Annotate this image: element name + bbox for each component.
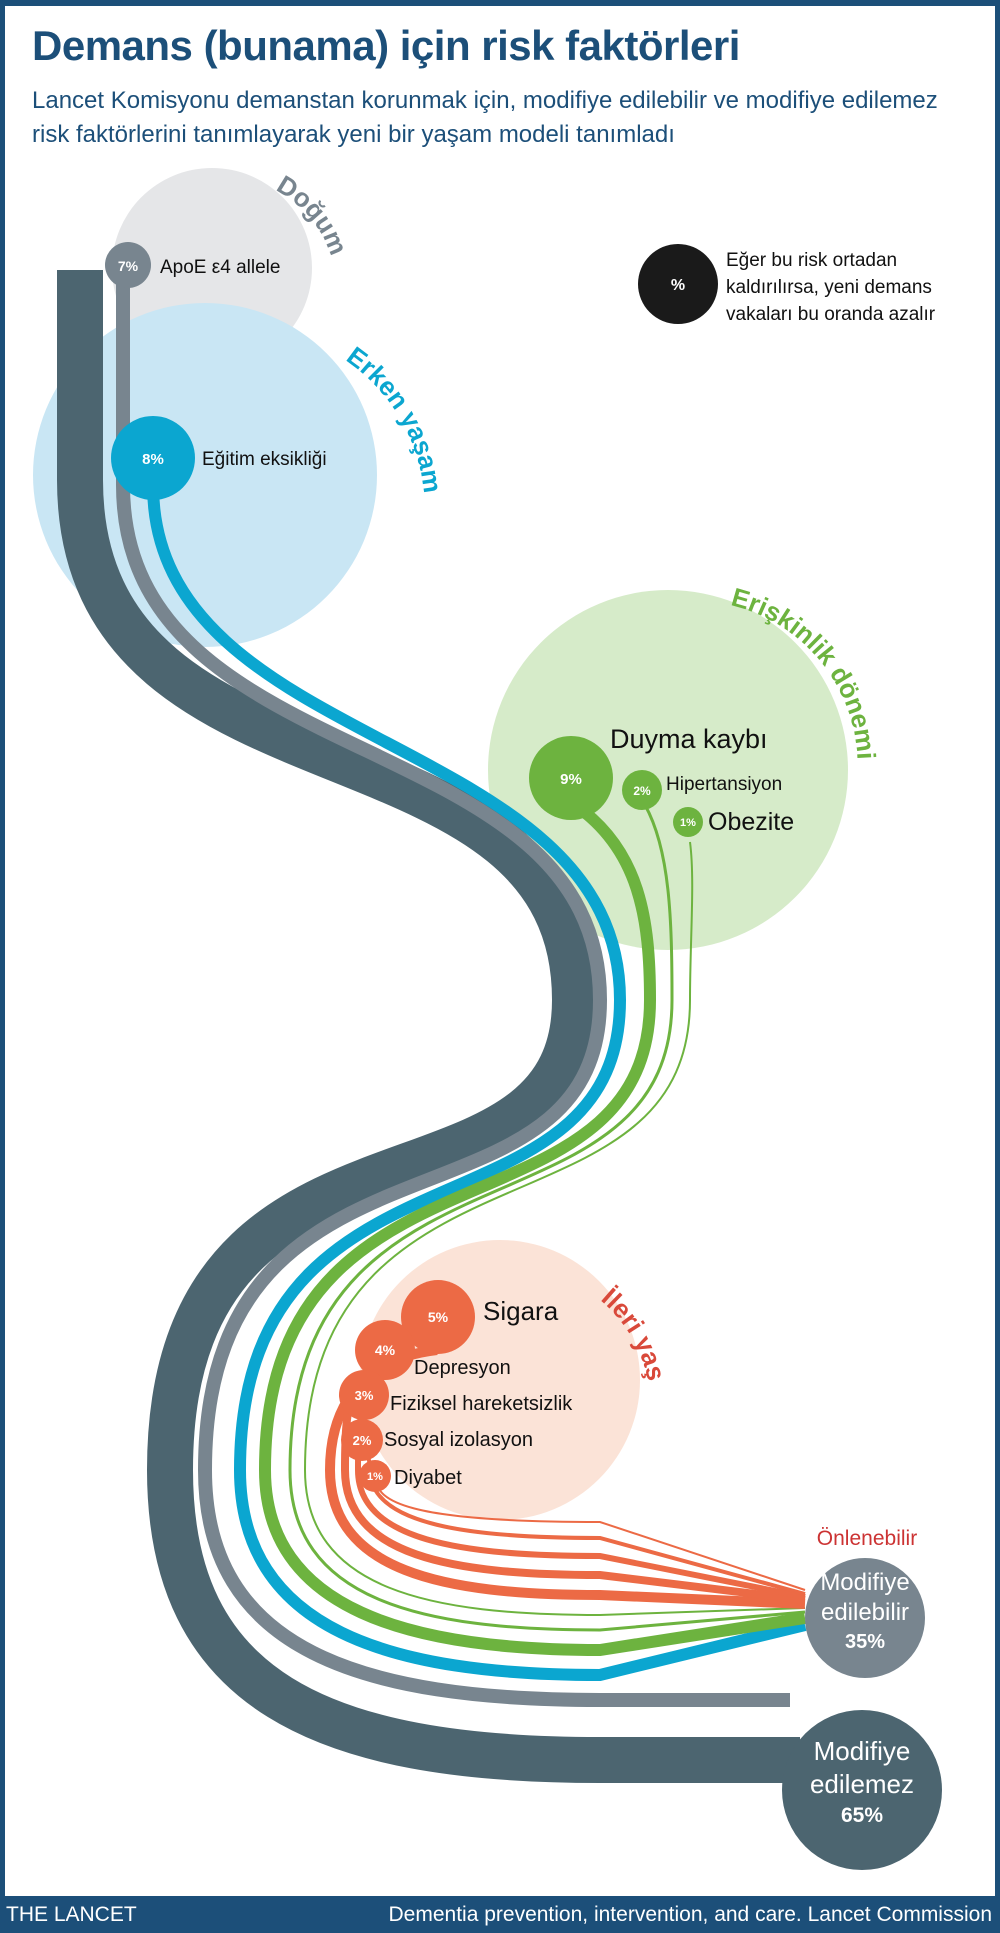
factor-hypertension: 2% Hipertansiyon: [622, 770, 782, 810]
flow-education: [147, 456, 807, 1682]
factor-diabetes-value: 1%: [367, 1471, 383, 1483]
legend-symbol: %: [671, 277, 685, 294]
factor-depression-value: 4%: [375, 1342, 396, 1358]
page-subtitle: Lancet Komisyonu demanstan korunmak için…: [32, 87, 938, 148]
factor-apoe: 7% ApoE ε4 allele: [105, 242, 280, 288]
factor-depression: 4% Depresyon: [355, 1320, 511, 1380]
factor-isolation-value: 2%: [353, 1433, 372, 1448]
factor-hypertension-label: Hipertansiyon: [666, 774, 782, 795]
factor-education-value: 8%: [142, 451, 164, 468]
page-title: Demans (bunama) için risk faktörleri: [32, 22, 740, 69]
legend-line-2: kaldırılırsa, yeni demans: [726, 277, 932, 298]
outcome-modifiable-circle: [805, 1558, 925, 1678]
footer-bar: THE LANCET Dementia prevention, interven…: [0, 1896, 1000, 1933]
flow-depression: [340, 1372, 806, 1604]
factor-inactivity: 3% Fiziksel hareketsizlik: [339, 1370, 573, 1420]
factor-depression-label: Depresyon: [414, 1357, 511, 1379]
outcome-modifiable-line1: Modifiye: [820, 1569, 909, 1596]
flow-hypertension: [288, 804, 806, 1632]
factor-hypertension-circle: [622, 770, 662, 810]
flow-obesity: [303, 841, 806, 1617]
outcome-nonmodifiable-value: 65%: [841, 1804, 883, 1827]
factor-obesity-value: 1%: [680, 817, 696, 829]
outcome-preventable-label: Önlenebilir: [817, 1527, 917, 1550]
flow-nonmodifiable: [57, 270, 800, 1783]
flow-hearing: [258, 800, 806, 1657]
factor-isolation-circle: [341, 1419, 383, 1461]
flow-apoe: [116, 270, 790, 1707]
factor-inactivity-value: 3%: [355, 1388, 374, 1403]
factor-isolation: 2% Sosyal izolasyon: [341, 1419, 533, 1461]
factor-smoking-value: 5%: [428, 1309, 449, 1325]
factor-hearing-label: Duyma kaybı: [610, 724, 768, 754]
factor-isolation-label: Sosyal izolasyon: [384, 1429, 533, 1451]
factor-apoe-circle: [105, 242, 151, 288]
outcome-nonmodifiable-line1: Modifiye: [814, 1736, 911, 1766]
legend-line-3: vakaları bu oranda azalır: [726, 304, 936, 325]
factor-hearing: 9% Duyma kaybı: [529, 724, 768, 820]
factor-diabetes-circle: [359, 1460, 391, 1492]
outcome-nonmodifiable-circle: [782, 1710, 942, 1870]
footer-source: Dementia prevention, intervention, and c…: [388, 1903, 992, 1926]
outcome-modifiable-value: 35%: [845, 1631, 885, 1653]
factor-hearing-circle: [529, 736, 613, 820]
factor-apoe-value: 7%: [118, 258, 139, 274]
factor-depression-circle: [355, 1320, 415, 1380]
factor-obesity-label: Obezite: [708, 808, 794, 836]
factor-apoe-label: ApoE ε4 allele: [160, 257, 280, 278]
footer-publisher: THE LANCET: [6, 1903, 137, 1926]
factor-hearing-value: 9%: [560, 771, 582, 788]
factor-smoking-label: Sigara: [483, 1296, 559, 1326]
factor-inactivity-circle: [339, 1370, 389, 1420]
factor-education-label: Eğitim eksikliği: [202, 449, 327, 470]
factor-obesity: 1% Obezite: [673, 807, 794, 837]
legend-line-1: Eğer bu risk ortadan: [726, 250, 897, 271]
factor-diabetes-label: Diyabet: [394, 1467, 462, 1489]
factor-inactivity-label: Fiziksel hareketsizlik: [390, 1393, 573, 1415]
stage-bg-adult: [488, 590, 848, 950]
factor-hypertension-value: 2%: [633, 784, 651, 798]
factor-smoking-circle: [401, 1280, 475, 1354]
outcome-nonmodifiable-line2: edilemez: [810, 1769, 914, 1799]
factor-education: 8% Eğitim eksikliği: [111, 416, 327, 500]
factor-smoking: 5% Sigara: [401, 1280, 559, 1354]
factor-diabetes: 1% Diyabet: [359, 1460, 462, 1492]
legend: % Eğer bu risk ortadan kaldırılırsa, yen…: [638, 244, 936, 325]
factor-education-circle: [111, 416, 195, 500]
legend-circle: [638, 244, 718, 324]
factor-obesity-circle: [673, 807, 703, 837]
outcome-modifiable-line2: edilebilir: [821, 1599, 909, 1626]
